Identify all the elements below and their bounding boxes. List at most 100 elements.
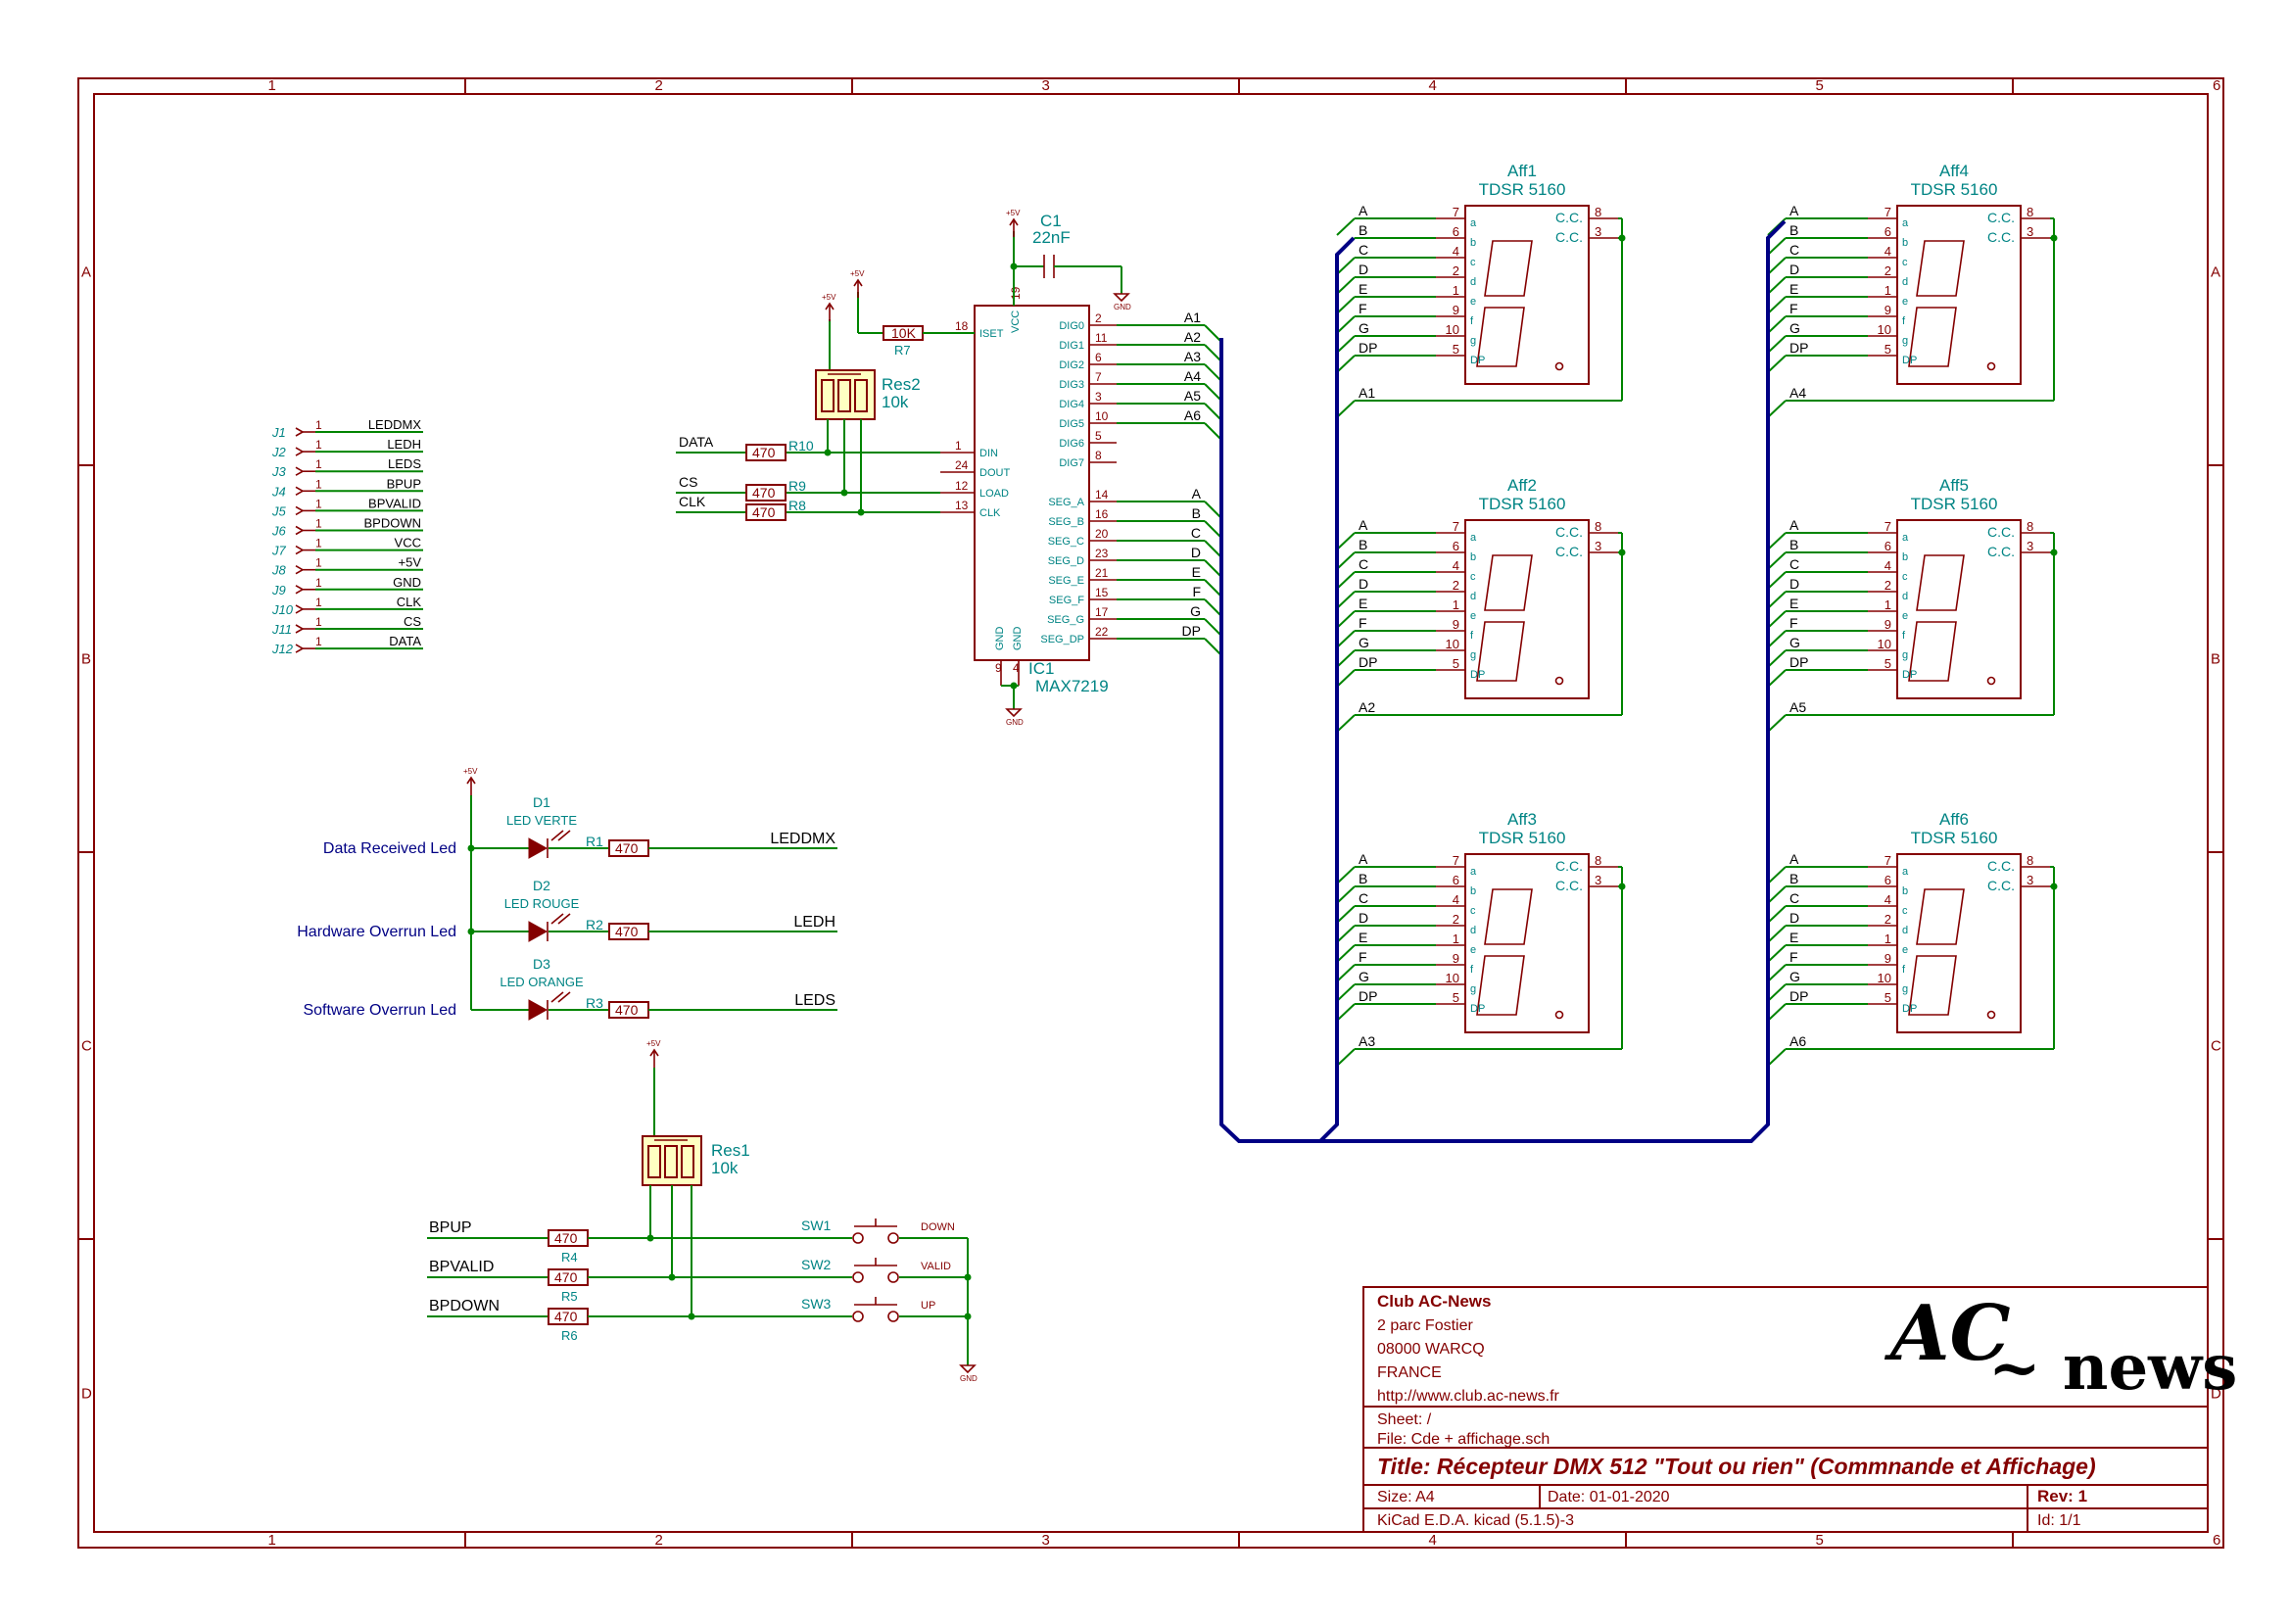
junction-dot xyxy=(2050,883,2058,890)
bus-entry xyxy=(1767,257,1787,275)
display-seg-name: c xyxy=(1470,571,1476,583)
connector-pin-num: 1 xyxy=(315,517,322,531)
ic1-right-pin-name: DIG1 xyxy=(1059,340,1084,352)
display-seg-num: 6 xyxy=(1453,539,1459,553)
ic1-out-net: F xyxy=(1192,584,1201,599)
display-seg-num: 7 xyxy=(1884,205,1891,219)
ic1-out-net: A1 xyxy=(1184,310,1201,325)
display-seg-num: 4 xyxy=(1884,558,1891,573)
connector-ref: J3 xyxy=(271,464,287,479)
display-seg-net: F xyxy=(1359,615,1367,631)
display-cc-num: 8 xyxy=(2027,853,2033,868)
junction-dot xyxy=(1010,682,1018,690)
display-dp-dot xyxy=(1986,676,1996,686)
display-seg-num: 9 xyxy=(1453,617,1459,632)
frame-row-left: C xyxy=(81,1038,92,1055)
bus-entry xyxy=(1767,315,1787,334)
display-dp-dot xyxy=(1554,676,1564,686)
connector-net: BPUP xyxy=(387,476,421,491)
display-seg-net: F xyxy=(1789,301,1798,316)
display-seg-num: 4 xyxy=(1884,892,1891,907)
bus-entry xyxy=(1336,905,1356,924)
display-cc-name: C.C. xyxy=(1987,544,2015,559)
display-seg-net: D xyxy=(1789,262,1799,277)
connector-ref: J12 xyxy=(271,642,294,656)
display-seg-name: d xyxy=(1470,925,1476,936)
junction-dot xyxy=(467,844,475,852)
display-seg-name: g xyxy=(1902,335,1908,347)
display-seg-name: e xyxy=(1902,610,1908,622)
junction-dot xyxy=(668,1273,676,1281)
input-resistor-value: 470 xyxy=(752,485,776,501)
display-seg-num: 2 xyxy=(1453,578,1459,593)
p5v-label: +5V xyxy=(646,1039,661,1048)
bus-entry xyxy=(1204,383,1222,402)
ic1-left-pin-name: ISET xyxy=(979,328,1004,340)
bus-entry xyxy=(1204,344,1222,362)
led-light-arrows xyxy=(550,991,571,1003)
display-digit-glyph xyxy=(1908,554,1965,682)
gnd-symbol xyxy=(1113,293,1130,303)
display-value: TDSR 5160 xyxy=(1911,180,1998,199)
button-resistor-value: 470 xyxy=(554,1269,578,1285)
ic1-right-pin-name: SEG_F xyxy=(1049,595,1084,606)
led-net-label: LEDDMX xyxy=(770,831,835,847)
bus-entry xyxy=(1767,610,1787,629)
frame-col-top: 5 xyxy=(1816,77,1824,94)
r7-value: 10K xyxy=(891,325,917,341)
display-seg-name: a xyxy=(1902,532,1909,544)
connector-net: DATA xyxy=(389,634,421,648)
connector-arrow xyxy=(295,505,305,516)
frame-col-bottom: 2 xyxy=(655,1532,663,1549)
frame-col-top: 1 xyxy=(268,77,276,94)
display-seg-num: 5 xyxy=(1884,342,1891,357)
connector-net: GND xyxy=(393,575,421,590)
bus-entry xyxy=(1336,944,1356,963)
bus-entry xyxy=(1767,905,1787,924)
bus-entry xyxy=(1767,237,1787,256)
bus-entry xyxy=(1336,649,1356,668)
connector-net: CLK xyxy=(397,595,422,609)
frame-col-bottom: 6 xyxy=(2213,1532,2220,1549)
connector-ref: J9 xyxy=(271,583,286,597)
bus-entry xyxy=(1767,355,1787,373)
connector-net: BPDOWN xyxy=(364,516,422,531)
display-seg-name: f xyxy=(1902,315,1906,327)
frame-col-bottom: 1 xyxy=(268,1532,276,1549)
tb-sheet: Sheet: / xyxy=(1377,1411,1432,1428)
button-net-label: BPUP xyxy=(429,1219,472,1236)
bus-entry xyxy=(1767,925,1787,943)
ic1-left-pin-name: CLK xyxy=(979,507,1001,519)
connector-net: CS xyxy=(404,614,421,629)
bus-entry xyxy=(1336,1048,1356,1067)
display-cc-num: 3 xyxy=(2027,539,2033,553)
display-cc-name: C.C. xyxy=(1555,858,1583,874)
led-diode-icon xyxy=(528,837,549,859)
connector-arrow xyxy=(295,525,305,536)
display-cc-num: 8 xyxy=(2027,205,2033,219)
display-seg-num: 5 xyxy=(1453,656,1459,671)
display-digit-net: A1 xyxy=(1359,385,1375,401)
display-seg-name: e xyxy=(1902,944,1908,956)
display-cc-name: C.C. xyxy=(1555,524,1583,540)
display-seg-name: f xyxy=(1902,964,1906,976)
display-seg-num: 10 xyxy=(1446,971,1459,985)
display-seg-net: G xyxy=(1789,969,1800,984)
bus-entry xyxy=(1767,714,1787,733)
display-body xyxy=(1896,853,2022,1033)
ic1-right-pin-name: DIG6 xyxy=(1059,438,1084,450)
bus-entry xyxy=(1767,400,1787,418)
display-seg-num: 10 xyxy=(1446,637,1459,651)
ic1-right-pin-name: DIG5 xyxy=(1059,418,1084,430)
display-seg-num: 2 xyxy=(1884,578,1891,593)
display-seg-name: e xyxy=(1470,296,1476,308)
ic1-out-net: G xyxy=(1190,603,1201,619)
display-seg-name: a xyxy=(1902,217,1909,229)
display-seg-name: a xyxy=(1470,866,1477,878)
display-seg-num: 4 xyxy=(1884,244,1891,259)
connector-arrow xyxy=(295,565,305,575)
display-seg-net: B xyxy=(1789,537,1798,552)
